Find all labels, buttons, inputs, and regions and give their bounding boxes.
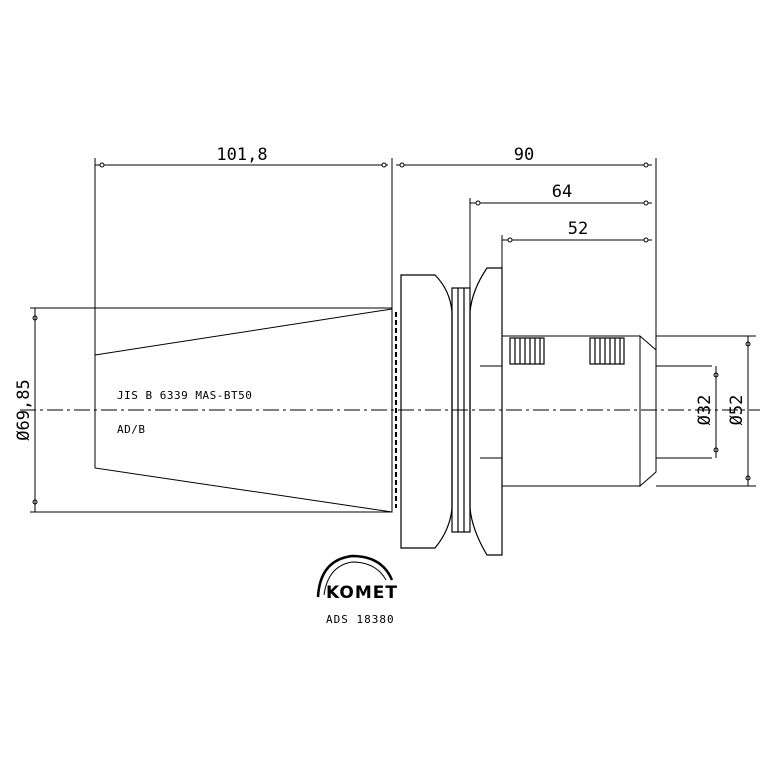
logo-swoosh-inner xyxy=(323,561,387,596)
dim-length-64: 64 xyxy=(552,182,572,202)
shank xyxy=(480,334,712,488)
dim-shank-diameter: Ø52 xyxy=(727,395,747,426)
dim-taper-diameter: Ø69,85 xyxy=(14,379,34,440)
shank-grooves xyxy=(509,337,625,365)
catalog-number: ADS 18380 xyxy=(326,613,395,626)
type-note: AD/B xyxy=(117,423,146,436)
dim-overall-length: 90 xyxy=(514,145,534,165)
logo-swoosh xyxy=(316,554,394,598)
logo-text: KOMET xyxy=(326,583,398,603)
flange xyxy=(400,267,503,556)
komet-logo: KOMET xyxy=(316,554,398,603)
dim-length-52: 52 xyxy=(568,219,588,239)
dim-taper-length: 101,8 xyxy=(216,145,267,165)
dim-bore-diameter: Ø32 xyxy=(695,395,715,426)
dimension-lines-top xyxy=(94,158,657,468)
dimension-lines-vertical xyxy=(34,308,756,512)
standard-note: JIS B 6339 MAS-BT50 xyxy=(117,389,252,402)
